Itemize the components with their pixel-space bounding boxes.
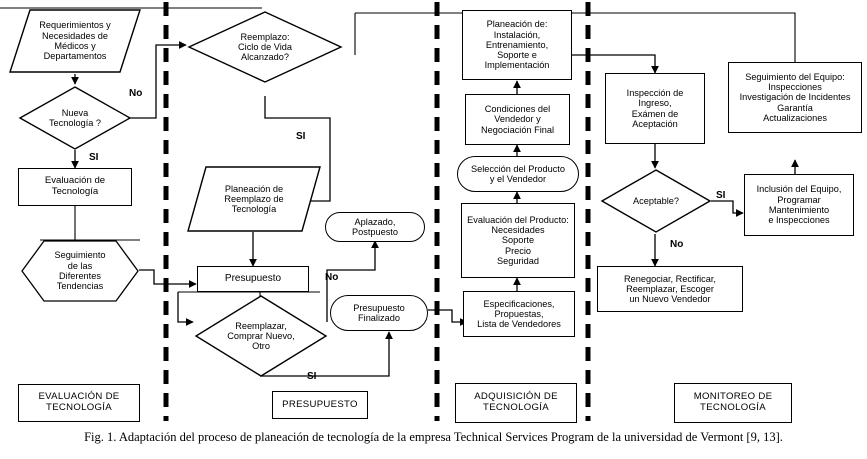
edge-seguimiento-presupuesto <box>139 269 197 288</box>
swimlane-label-monitoreo: MONITOREO DE TECNOLOGÍA <box>674 383 792 423</box>
node-aceptable[interactable]: Aceptable? <box>600 168 712 234</box>
node-evaluacion-producto[interactable]: Evaluación del Producto: Necesidades Sop… <box>461 203 575 278</box>
node-renegociar[interactable]: Renegociar, Rectificar, Reemplazar, Esco… <box>597 266 743 312</box>
edge-label-reemplazar-si: SI <box>307 371 317 382</box>
edge-label-reemplazo-si: SI <box>296 131 306 142</box>
edge-label-aceptable-si: SI <box>716 190 726 201</box>
node-seguimiento-equipo[interactable]: Seguimiento del Equipo: Inspecciones Inv… <box>728 62 862 133</box>
edge-reemplazar-si-finalizado <box>260 331 393 377</box>
node-presupuesto-finalizado[interactable]: Presupuesto Finalizado <box>330 295 428 331</box>
edge-nueva-no-to-reemplazo <box>130 41 187 119</box>
edge-finalizado-especificaciones <box>428 309 468 326</box>
node-aceptable-label: Aceptable? <box>633 195 679 206</box>
edge-label-nueva-no: No <box>129 88 143 99</box>
node-reemplazo-ciclo[interactable]: Reemplazo: Ciclo de Vida Alcanzado? <box>187 10 343 84</box>
node-nueva-tecnologia[interactable]: Nueva Tecnología ? <box>18 85 132 151</box>
node-seleccion-producto[interactable]: Selección del Producto y el Vendedor <box>457 156 579 192</box>
swimlane-label-evaluacion: EVALUACIÓN DE TECNOLOGÍA <box>18 384 140 422</box>
node-inspeccion-ingreso[interactable]: Inspección de Ingreso, Exámen de Aceptac… <box>605 73 705 144</box>
node-reemplazar-comprar[interactable]: Reemplazar, Comprar Nuevo, Otro <box>194 294 328 378</box>
node-requerimientos[interactable]: Requerimientos y Necesidades de Médicos … <box>8 8 142 74</box>
node-seguimiento-tendencias-label: Seguimiento de las Diferentes Tendencias <box>54 250 106 292</box>
node-planeacion-reemplazo-label: Planeación de Reemplazo de Tecnología <box>224 183 284 215</box>
node-planeacion-instalacion[interactable]: Planeación de: Instalación, Entrenamient… <box>462 10 572 80</box>
node-reemplazo-ciclo-label: Reemplazo: Ciclo de Vida Alcanzado? <box>238 31 292 63</box>
connector-layer <box>0 2 799 421</box>
edge-planeacioninst-inspeccion <box>571 54 659 74</box>
figure-caption: Fig. 1. Adaptación del proceso de planea… <box>84 430 783 444</box>
edge-reemplazo-si-planeacion <box>264 96 331 205</box>
edge-label-aceptable-no: No <box>670 239 684 250</box>
edge-label-presupuesto-no: No <box>325 272 339 283</box>
node-requerimientos-label: Requerimientos y Necesidades de Médicos … <box>39 20 111 62</box>
edge-label-nueva-si: SI <box>89 152 99 163</box>
edge-bar-to-diamond-left <box>177 292 194 326</box>
node-presupuesto[interactable]: Presupuesto <box>197 266 309 292</box>
node-especificaciones[interactable]: Especificaciones, Propuestas, Lista de V… <box>463 291 575 337</box>
node-evaluacion-tecnologia[interactable]: Evaluación de Tecnología <box>18 168 132 206</box>
edge-aceptable-si-inclusion <box>711 200 744 217</box>
node-nueva-tecnologia-label: Nueva Tecnología ? <box>48 107 102 128</box>
node-seguimiento-tendencias[interactable]: Seguimiento de las Diferentes Tendencias <box>20 240 140 302</box>
node-aplazado-postpuesto[interactable]: Aplazado, Postpuesto <box>325 212 425 242</box>
node-planeacion-reemplazo[interactable]: Planeación de Reemplazo de Tecnología <box>186 165 322 233</box>
node-reemplazar-comprar-label: Reemplazar, Comprar Nuevo, Otro <box>227 320 295 352</box>
flowchart-diagram: Requerimientos y Necesidades de Médicos … <box>0 2 862 423</box>
swimlane-label-adquisicion: ADQUISICIÓN DE TECNOLOGÍA <box>455 383 577 423</box>
edge-reemplazar-no-aplazado <box>326 240 379 322</box>
node-condiciones-vendedor[interactable]: Condiciones del Vendedor y Negociación F… <box>465 94 570 145</box>
node-inclusion-equipo[interactable]: Inclusión del Equipo, Programar Mantenim… <box>744 174 854 236</box>
swimlane-label-presupuesto: PRESUPUESTO <box>272 391 368 419</box>
